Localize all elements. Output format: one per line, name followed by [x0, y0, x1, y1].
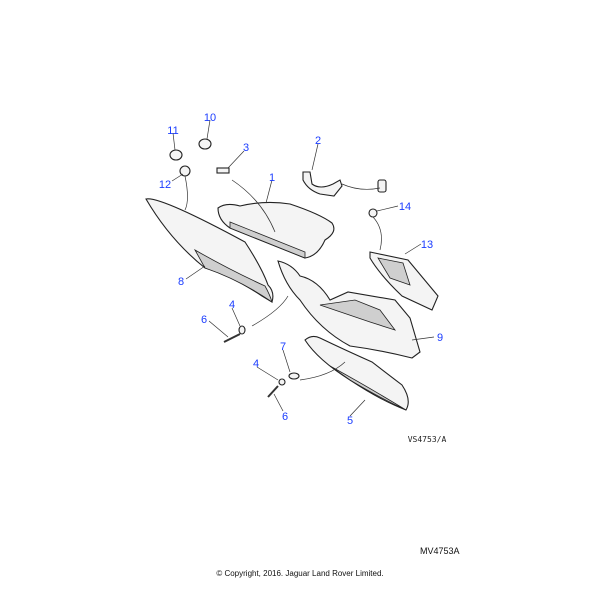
callout-11: 11: [167, 125, 178, 137]
callout-8: 8: [178, 276, 184, 288]
part-2-bracket[interactable]: [302, 171, 343, 197]
callout-14: 14: [399, 201, 411, 213]
part-3-clip[interactable]: [216, 167, 230, 174]
part-7-clip[interactable]: [288, 372, 300, 380]
diagram-code: MV4753A: [420, 546, 460, 556]
part-12-clip[interactable]: [179, 165, 191, 177]
callout-9: 9: [437, 332, 443, 344]
drawing-reference: VS4753/A: [408, 435, 447, 444]
callout-3: 3: [243, 142, 249, 154]
callout-1: 1: [269, 172, 275, 184]
part-6-screw-2[interactable]: [267, 385, 279, 398]
part-10-clip[interactable]: [198, 138, 212, 150]
part-11-screw[interactable]: [169, 149, 183, 161]
callout-6b: 6: [282, 411, 288, 423]
callout-10: 10: [204, 112, 216, 124]
callout-4: 4: [229, 299, 235, 311]
part-14-nut[interactable]: [368, 208, 378, 218]
screw: [377, 179, 387, 193]
callout-2: 2: [315, 135, 321, 147]
callout-7: 7: [280, 341, 286, 353]
leader-lines: [171, 119, 435, 417]
part-4-washer-2[interactable]: [278, 378, 286, 386]
callout-5: 5: [347, 415, 353, 427]
callout-13: 13: [421, 239, 433, 251]
callout-4b: 4: [253, 358, 259, 370]
part-4-washer[interactable]: [238, 325, 246, 335]
part-6-screw[interactable]: [223, 333, 241, 343]
callout-12: 12: [159, 179, 171, 191]
callout-6: 6: [201, 314, 207, 326]
copyright: © Copyright, 2016. Jaguar Land Rover Lim…: [216, 569, 384, 578]
